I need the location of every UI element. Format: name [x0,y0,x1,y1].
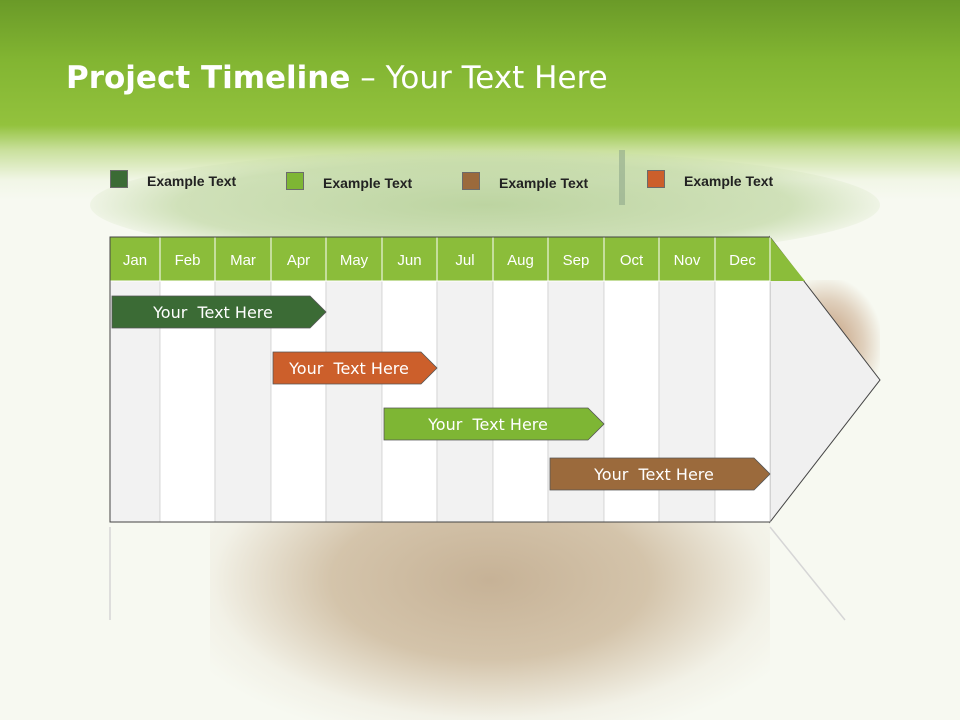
tree-image [619,150,625,205]
month-header-may [325,236,383,282]
month-label-jul: Jul [455,252,474,269]
task-bar-3 [383,407,605,441]
task-bar-1 [111,295,327,329]
title-rest: – Your Text Here [350,60,608,96]
month-label-jan: Jan [123,252,147,269]
month-label-jun: Jun [397,252,421,269]
month-label-may: May [340,252,369,269]
month-header-nov [658,236,716,282]
timeline-border [109,236,770,523]
task-label-4: Your Text Here [593,465,714,484]
title-bold: Project Timeline [66,60,351,96]
legend-swatch-1 [110,170,128,188]
task-bar-2 [272,351,438,385]
island-rock-image [210,505,770,720]
legend-label-4: Example Text [684,173,774,189]
timeline-reflection [109,526,846,621]
task-label-1: Your Text Here [152,303,273,322]
month-header-oct [603,236,660,282]
month-header-sep [547,236,605,282]
month-label-oct: Oct [620,252,644,269]
legend-swatch-2 [286,172,304,190]
month-header-feb [159,236,216,282]
month-header-jul [436,236,494,282]
legend-swatch-4 [647,170,665,188]
month-label-aug: Aug [507,252,534,269]
month-label-sep: Sep [563,252,590,269]
month-header-aug [492,236,549,282]
month-header-jun [381,236,438,282]
month-label-apr: Apr [287,252,310,269]
month-label-mar: Mar [230,252,256,269]
task-label-3: Your Text Here [427,415,548,434]
month-column-jun [381,280,438,523]
timeline-arrow-header [770,237,805,281]
month-label-dec: Dec [729,252,756,269]
month-column-jul [436,280,494,523]
task-label-2: Your Text Here [288,359,409,378]
month-header-dec [714,236,771,282]
month-label-nov: Nov [674,252,701,269]
month-label-feb: Feb [175,252,201,269]
month-column-aug [492,280,549,523]
legend-label-3: Example Text [499,175,589,191]
slide-title: Project Timeline – Your Text Here [66,60,608,96]
month-header-apr [270,236,327,282]
legend-swatch-3 [462,172,480,190]
task-bar-4 [549,457,771,491]
legend-label-2: Example Text [323,175,413,191]
month-column-may [325,280,383,523]
legend-label-1: Example Text [147,173,237,189]
